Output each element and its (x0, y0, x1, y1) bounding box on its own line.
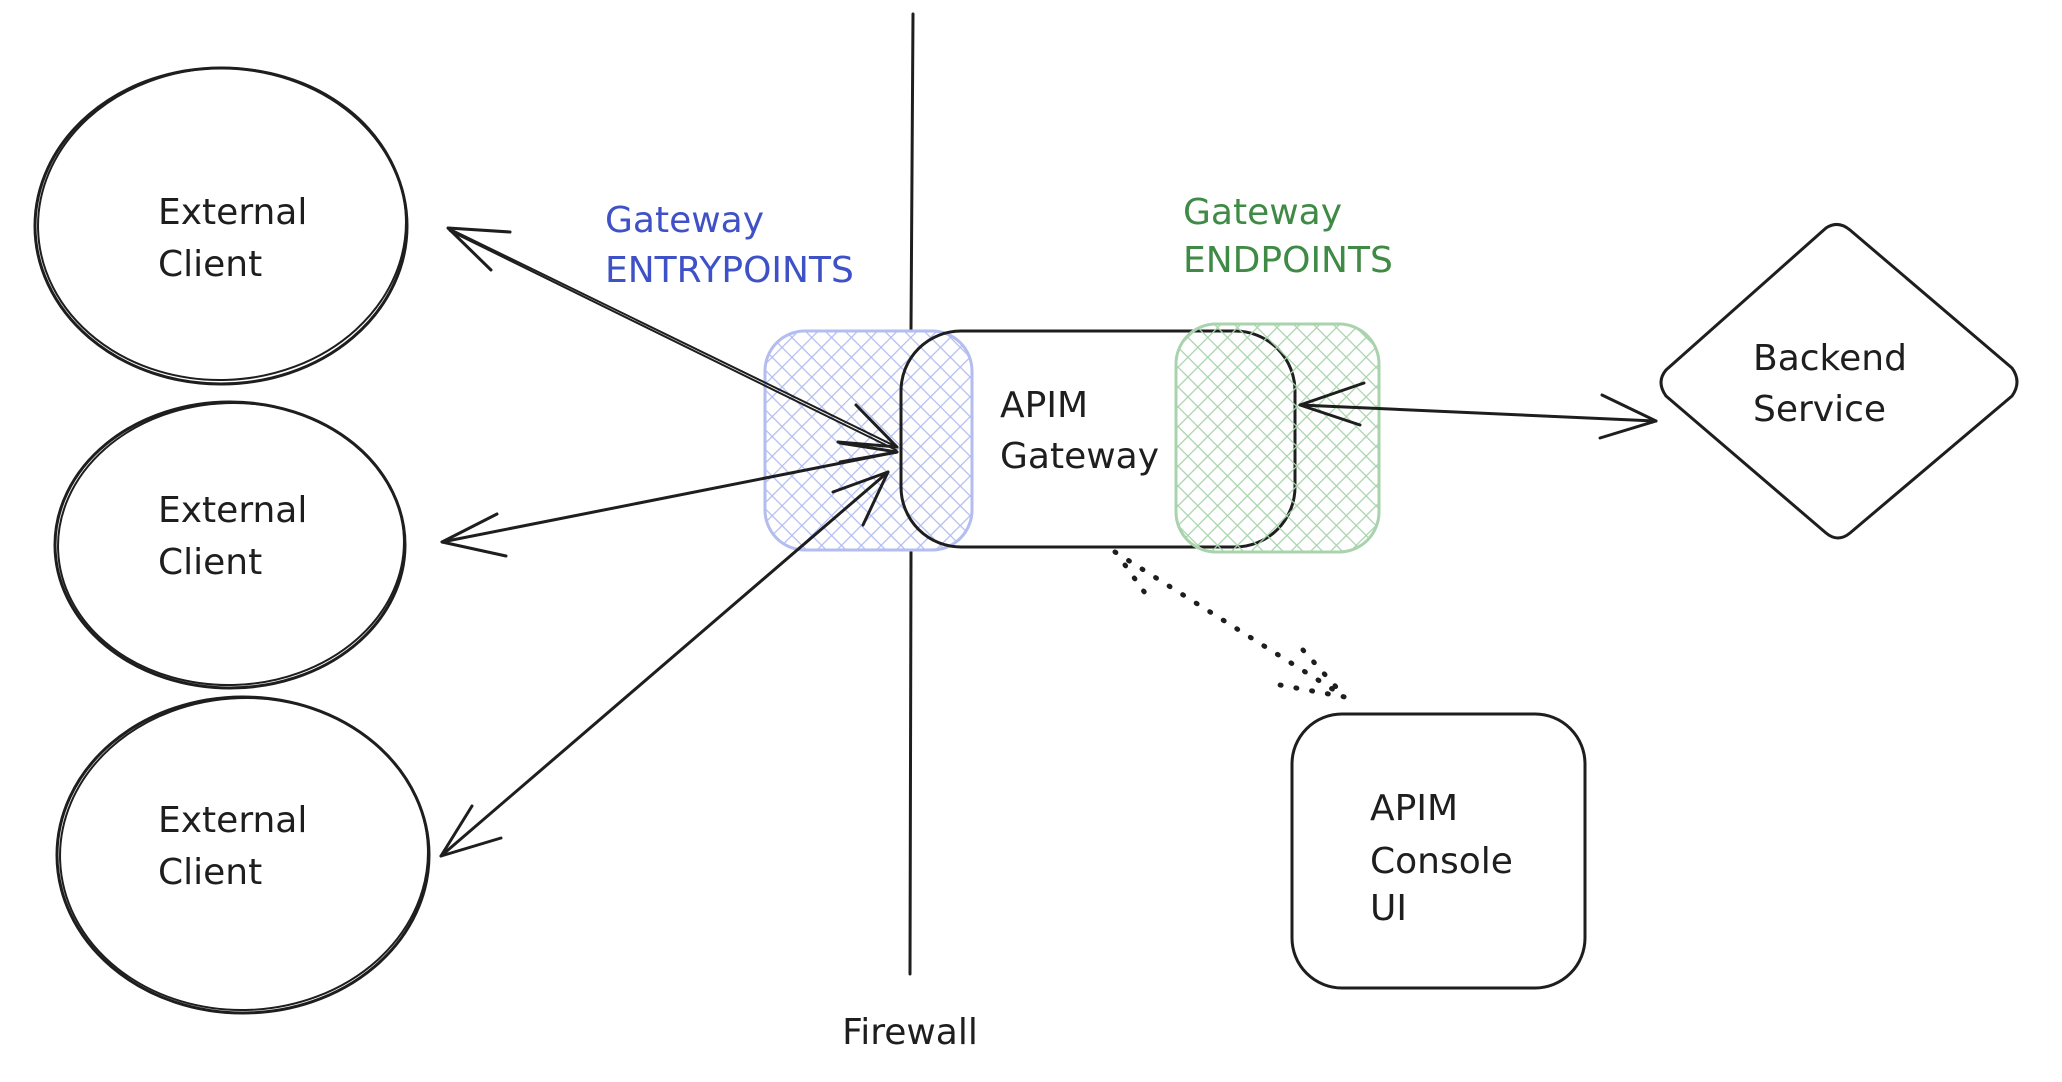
edge-gateway-console-line[interactable] (1112, 549, 1348, 700)
backend-shape[interactable] (1659, 223, 2019, 540)
gateway-label-line2: Gateway (1000, 436, 1159, 477)
firewall: Firewall (842, 12, 978, 1053)
edge-client2-gateway[interactable] (440, 441, 899, 558)
arrowhead-client3 (439, 804, 503, 858)
entrypoints-zone (763, 329, 974, 552)
endpoints-label: Gateway ENDPOINTS (1183, 192, 1393, 281)
backend-label-line2: Service (1753, 389, 1886, 430)
entrypoints-label-line2: ENTRYPOINTS (605, 250, 854, 291)
firewall-label: Firewall (842, 1012, 978, 1053)
endpoints-zone (1174, 322, 1381, 554)
client-1-label-line1: External (158, 192, 307, 233)
client-3-label-line1: External (158, 800, 307, 841)
console-label-line2: Console (1370, 841, 1513, 882)
client-3-label-line2: Client (158, 852, 262, 893)
gateway-label-line1: APIM (1000, 385, 1088, 426)
backend-service[interactable]: Backend Service (1659, 223, 2019, 540)
entrypoints-zone-fill (763, 329, 974, 552)
arrowhead-gateway-1 (836, 403, 899, 449)
client-3-shape-sketch (59, 696, 429, 1012)
entrypoints-label-line1: Gateway (605, 200, 764, 241)
client-2-shape-sketch (57, 401, 405, 687)
endpoints-label-line1: Gateway (1183, 192, 1342, 233)
arrowhead-gateway-3 (831, 470, 890, 527)
arrowhead-console (1277, 647, 1352, 701)
external-client-2[interactable]: External Client (53, 397, 409, 691)
arrowhead-backend (1598, 393, 1658, 440)
edge-gateway-backend-line[interactable] (1298, 403, 1658, 423)
client-2-label-line1: External (158, 490, 307, 531)
endpoints-label-line2: ENDPOINTS (1183, 240, 1393, 281)
console-shape[interactable] (1290, 712, 1587, 990)
edge-gateway-console[interactable] (1112, 549, 1352, 701)
client-2-label-line2: Client (158, 542, 262, 583)
external-client-3[interactable]: External Client (55, 692, 434, 1017)
edge-client3-gateway[interactable] (439, 470, 890, 858)
arrowhead-gateway-2 (838, 441, 899, 464)
client-1-label-line2: Client (158, 244, 262, 285)
apim-console-ui[interactable]: APIM Console UI (1290, 712, 1587, 990)
edge-gateway-console-line-sketch (1122, 562, 1153, 603)
arrowhead-gateway-right (1298, 381, 1366, 427)
external-client-1[interactable]: External Client (33, 62, 412, 387)
arrowhead-client1 (446, 226, 512, 272)
backend-label-line1: Backend (1753, 338, 1907, 379)
entrypoints-label: Gateway ENTRYPOINTS (605, 200, 854, 291)
edge-gateway-backend[interactable] (1298, 381, 1658, 440)
client-1-shape-sketch (37, 66, 407, 382)
endpoints-zone-fill (1174, 322, 1381, 554)
console-label-line1: APIM (1370, 788, 1458, 829)
edge-client3-gateway-line[interactable] (439, 470, 890, 858)
console-label-line3: UI (1370, 888, 1407, 929)
edge-client2-gateway-line[interactable] (440, 450, 899, 544)
edge-client1-gateway-line[interactable] (447, 227, 898, 451)
edge-client1-gateway[interactable] (446, 226, 899, 451)
arrowhead-client2 (440, 512, 508, 558)
firewall-line (908, 12, 915, 976)
